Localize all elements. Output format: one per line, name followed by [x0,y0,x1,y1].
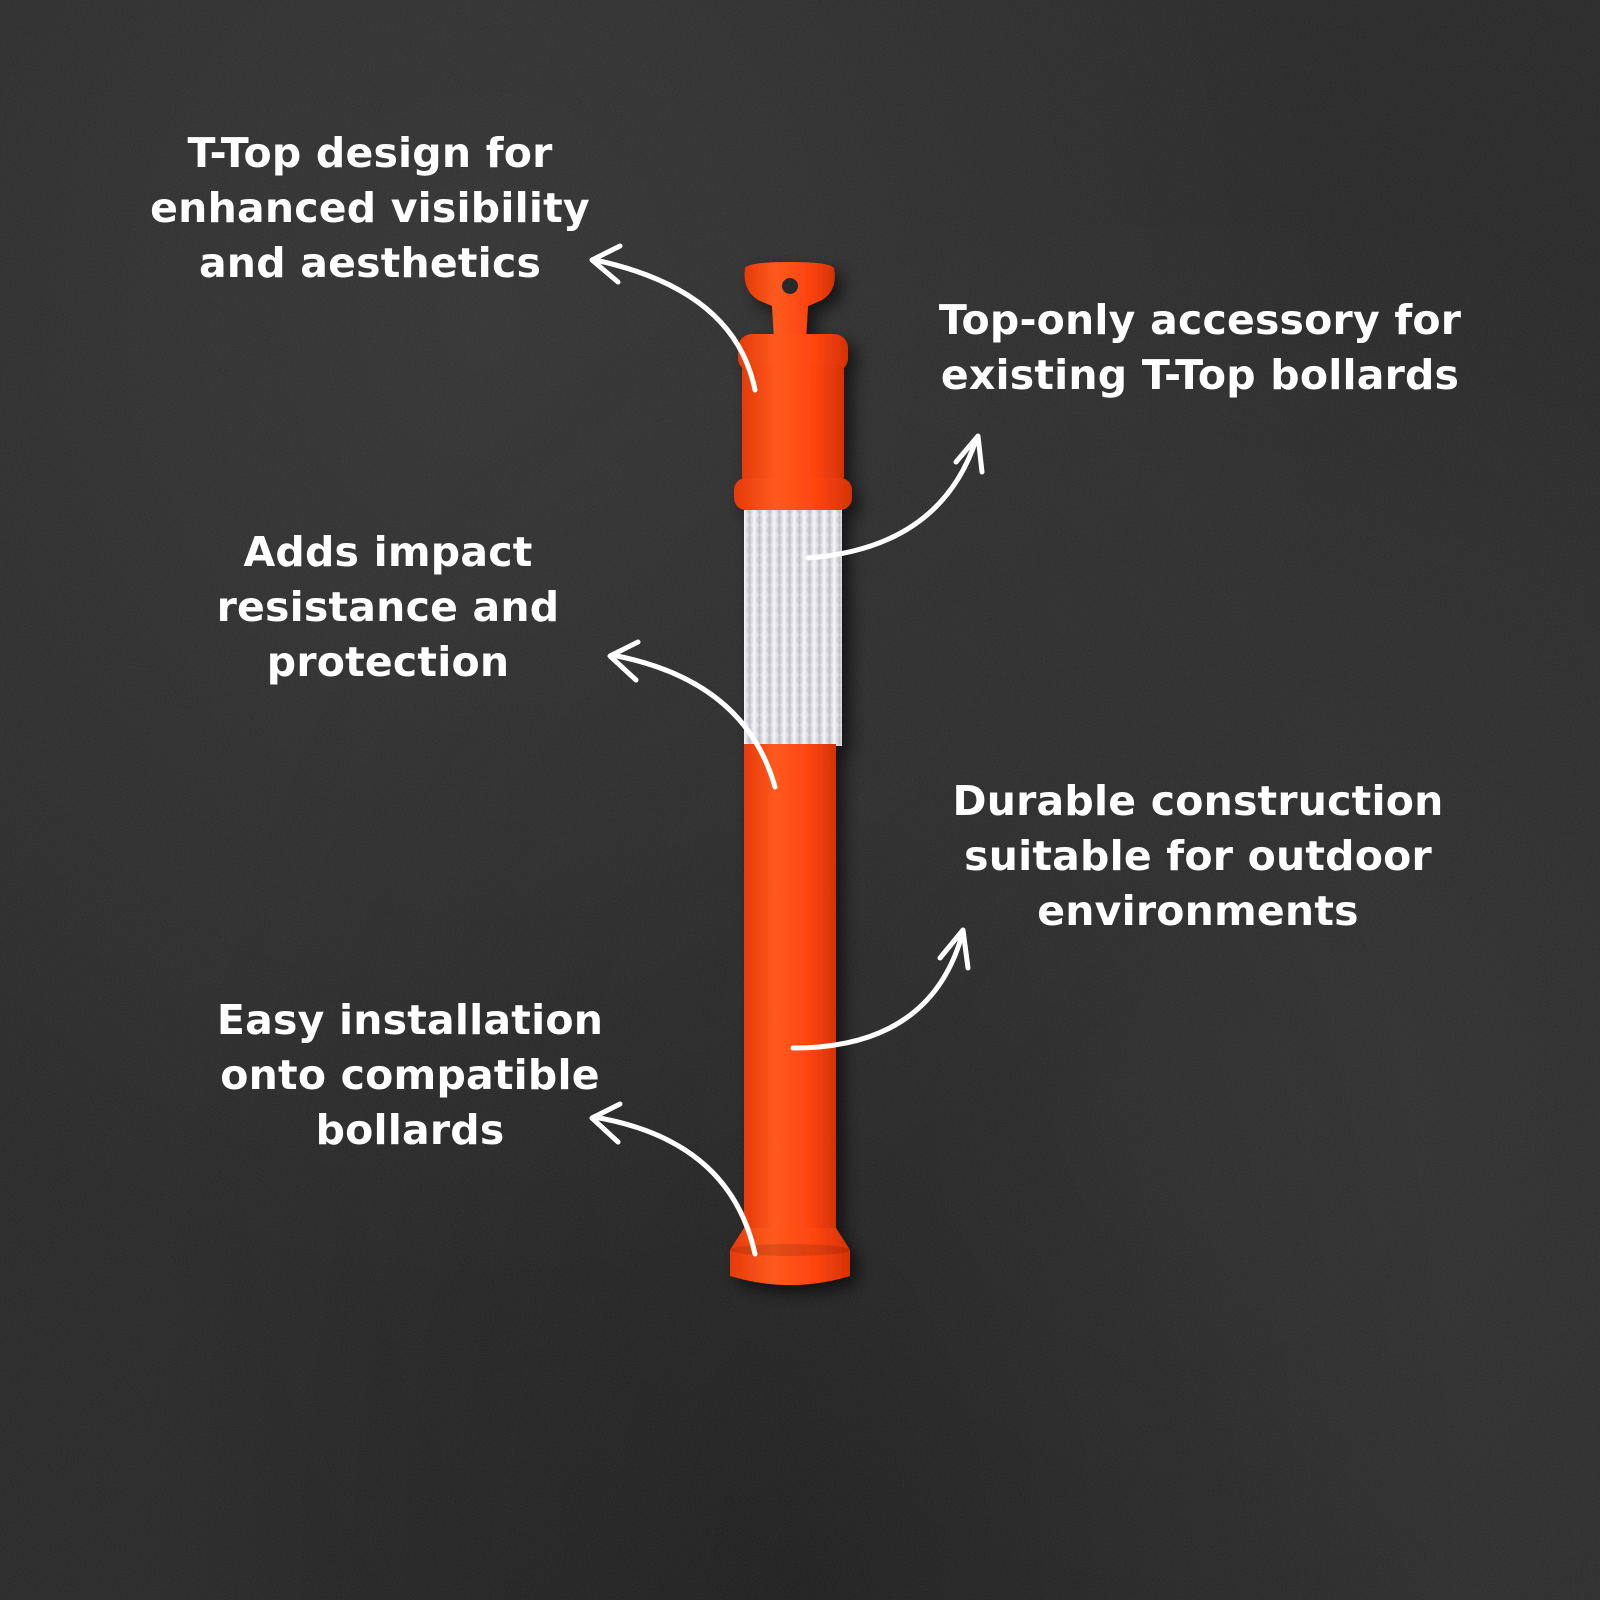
bollard-upper-body [742,364,844,482]
reflective-band [744,510,842,746]
bollard-cap [738,334,848,372]
feature-easy-installation: Easy installation onto compatible bollar… [160,993,660,1158]
feature-line: Easy installation [216,996,604,1044]
feature-durable-construction: Durable construction suitable for outdoo… [918,774,1478,939]
feature-line: onto compatible [220,1051,600,1099]
feature-impact-resistance: Adds impact resistance and protection [148,525,628,690]
feature-line: resistance and [216,583,560,631]
feature-line: T-Top design for [187,129,553,177]
bollard-lower-body [744,744,836,1254]
feature-line: suitable for outdoor [964,832,1432,880]
feature-ttop-design: T-Top design for enhanced visibility and… [110,126,630,291]
handle-hole [782,278,798,294]
feature-line: Durable construction [952,777,1444,825]
feature-line: Top-only accessory for [938,296,1462,344]
bollard-base [730,1228,850,1285]
feature-line: bollards [315,1106,505,1154]
feature-line: and aesthetics [198,239,542,287]
bollard-collar [734,478,852,510]
t-top-handle [744,262,835,340]
feature-line: protection [266,638,510,686]
feature-line: enhanced visibility [150,184,590,232]
feature-line: existing T-Top bollards [940,351,1460,399]
feature-line: environments [1037,887,1359,935]
feature-line: Adds impact [243,528,533,576]
feature-top-only-accessory: Top-only accessory for existing T-Top bo… [900,293,1500,403]
